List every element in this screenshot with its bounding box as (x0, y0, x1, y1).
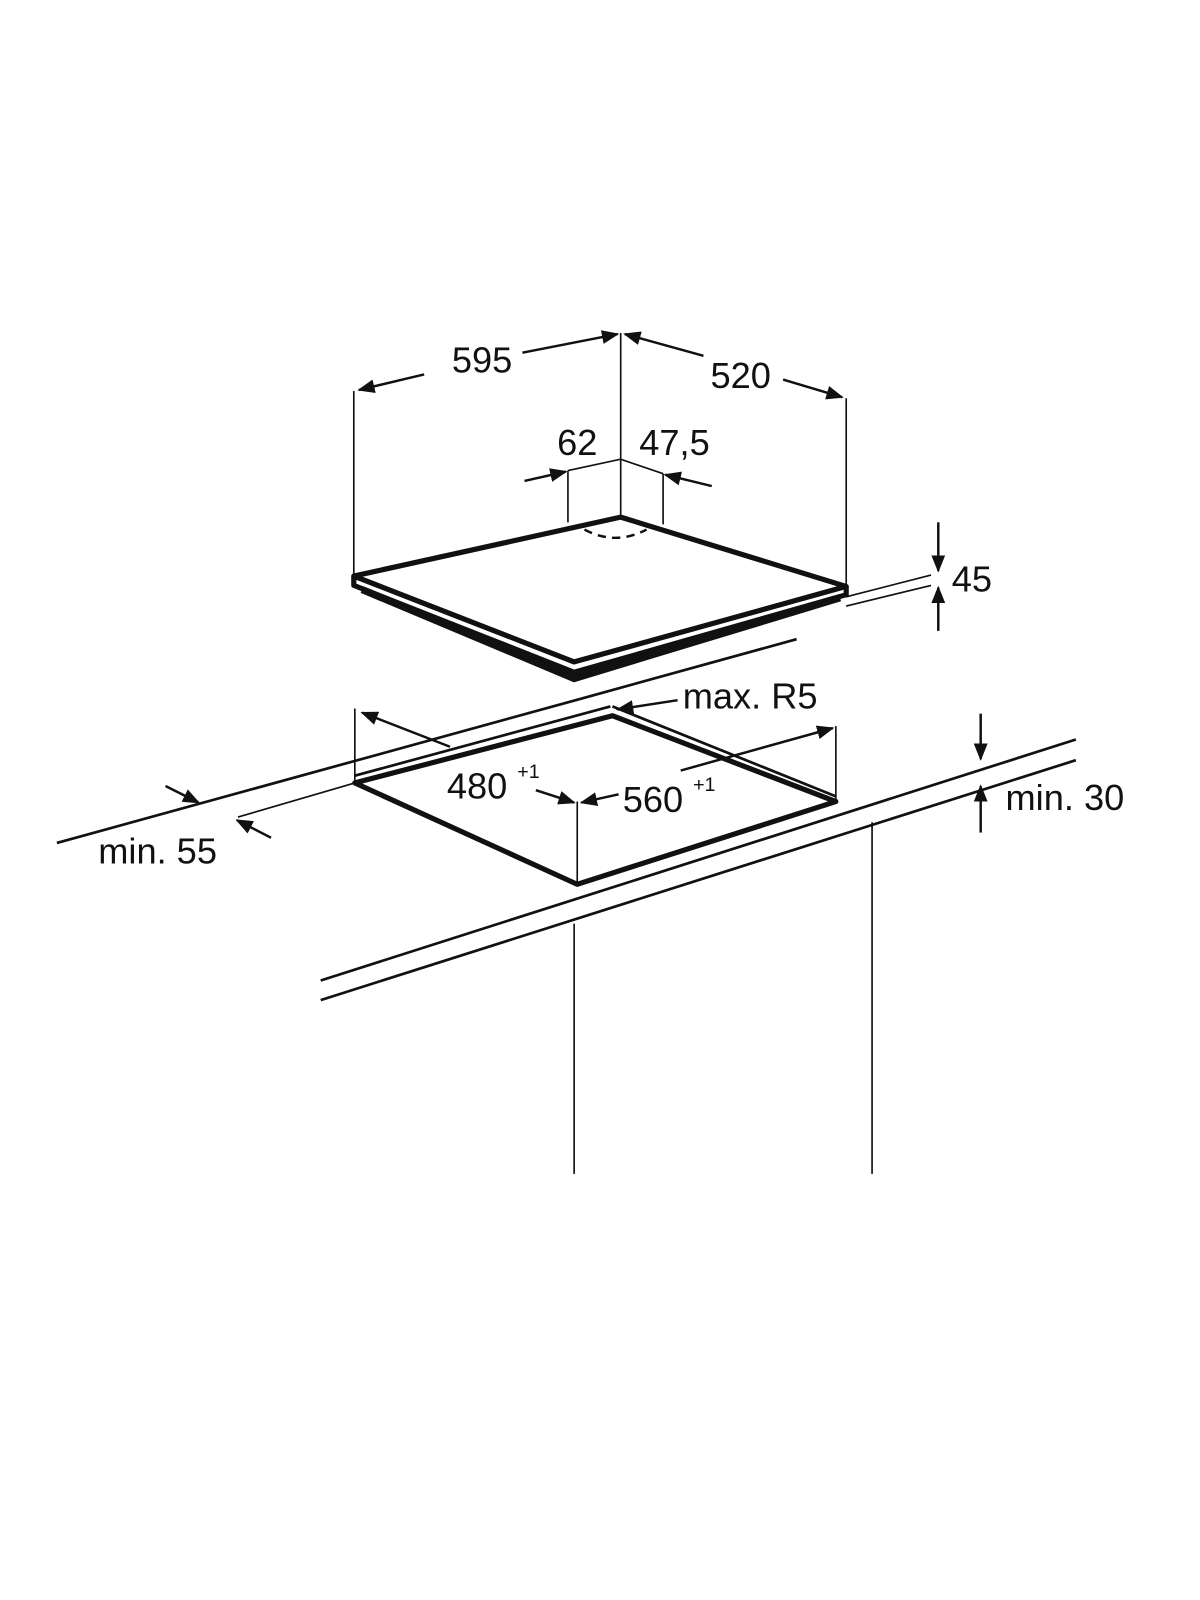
radius-arrow (615, 698, 678, 714)
height-extension-top (846, 574, 932, 598)
height-label: 45 (952, 559, 992, 600)
min-back-arrow-bottom (235, 819, 272, 839)
cutout-width-arrow (680, 725, 835, 772)
worktop-back-edge (56, 697, 580, 845)
worktop-back-line-top (578, 637, 797, 701)
worktop-cutout-drawing: min. 55 480 +1 560 +1 max. R5 min. 30 (56, 675, 1125, 1174)
cutout-width-arrow-front (579, 792, 619, 806)
depth-label: 520 (710, 355, 770, 396)
offset-left-label: 62 (557, 422, 597, 463)
depth-arrow-left (623, 331, 704, 357)
cutout-width-tolerance: +1 (693, 774, 715, 796)
cutout-depth-label: 480 (447, 765, 507, 806)
cutout-depth-tolerance: +1 (517, 761, 539, 783)
offset-dim-line (567, 458, 664, 475)
hob-drawing: 595 520 62 47,5 45 (351, 330, 992, 701)
width-arrow-left (357, 373, 425, 394)
hob-bottom-frame (360, 586, 842, 683)
min-back-extension (237, 782, 356, 818)
height-extension-bottom (846, 584, 932, 607)
gas-connection-hidden-line (583, 528, 648, 539)
cutout-right-outer (611, 705, 837, 798)
worktop-front-edge-bottom (320, 758, 1077, 1002)
min-back-arrow-top (164, 784, 201, 804)
offset-left-arrow (524, 468, 568, 483)
offset-right-label: 47,5 (639, 422, 709, 463)
cutout-depth-arrow (360, 711, 451, 748)
cutout-depth-arrow-front (535, 788, 576, 805)
depth-arrow-right (782, 378, 844, 400)
width-arrow-right (522, 330, 620, 354)
worktop-thickness-label: min. 30 (1006, 777, 1125, 818)
worktop-front-edge-top (320, 738, 1077, 982)
min-back-label: min. 55 (98, 831, 217, 872)
radius-label: max. R5 (683, 675, 818, 716)
cutout-back-outer (354, 705, 611, 777)
cutout-width-label: 560 (623, 779, 683, 820)
hob-top-surface (351, 514, 849, 665)
offset-right-arrow (663, 471, 713, 488)
width-label: 595 (452, 339, 512, 380)
hob-edge (351, 576, 849, 675)
